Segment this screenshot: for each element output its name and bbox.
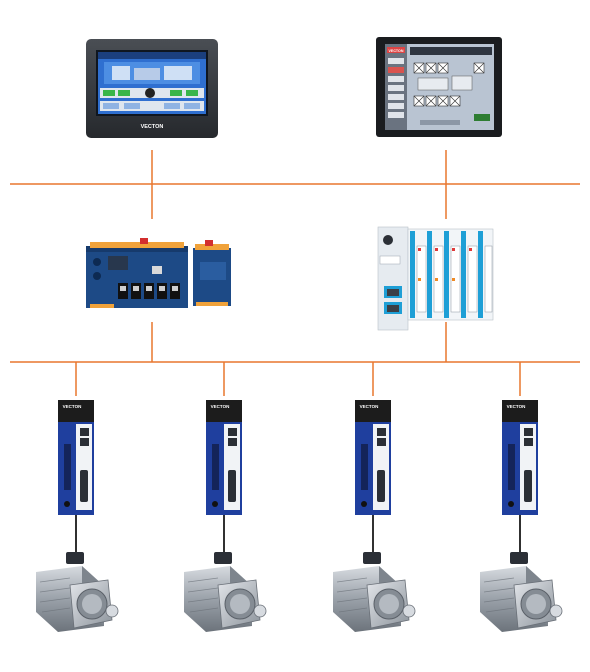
motor-cables bbox=[75, 515, 521, 556]
servo-drive-3: VECTON bbox=[355, 400, 391, 515]
servo-motor-4 bbox=[480, 552, 563, 632]
servo-motor-1 bbox=[36, 552, 119, 632]
servo-drive-2: VECTON bbox=[206, 400, 242, 515]
servo-motor-3 bbox=[333, 552, 416, 632]
network-lines bbox=[10, 150, 580, 396]
hmi-right-brand-label: VECTON bbox=[389, 49, 404, 53]
servo-drive-3-brand-label: VECTON bbox=[360, 404, 379, 409]
servo-drive-1: VECTON bbox=[58, 400, 94, 515]
remote-io-module bbox=[377, 226, 494, 331]
servo-drive-4-brand-label: VECTON bbox=[507, 404, 526, 409]
hmi-left: VECTON bbox=[86, 39, 218, 138]
hmi-right: VECTON bbox=[376, 37, 502, 137]
servo-drive-4: VECTON bbox=[502, 400, 538, 515]
servo-drive-1-brand-label: VECTON bbox=[63, 404, 82, 409]
plc-expansion-module bbox=[193, 240, 231, 306]
plc-controller bbox=[86, 238, 188, 308]
servo-motor-2 bbox=[184, 552, 267, 632]
servo-drive-2-brand-label: VECTON bbox=[211, 404, 230, 409]
hmi-left-brand-label: VECTON bbox=[141, 124, 164, 130]
